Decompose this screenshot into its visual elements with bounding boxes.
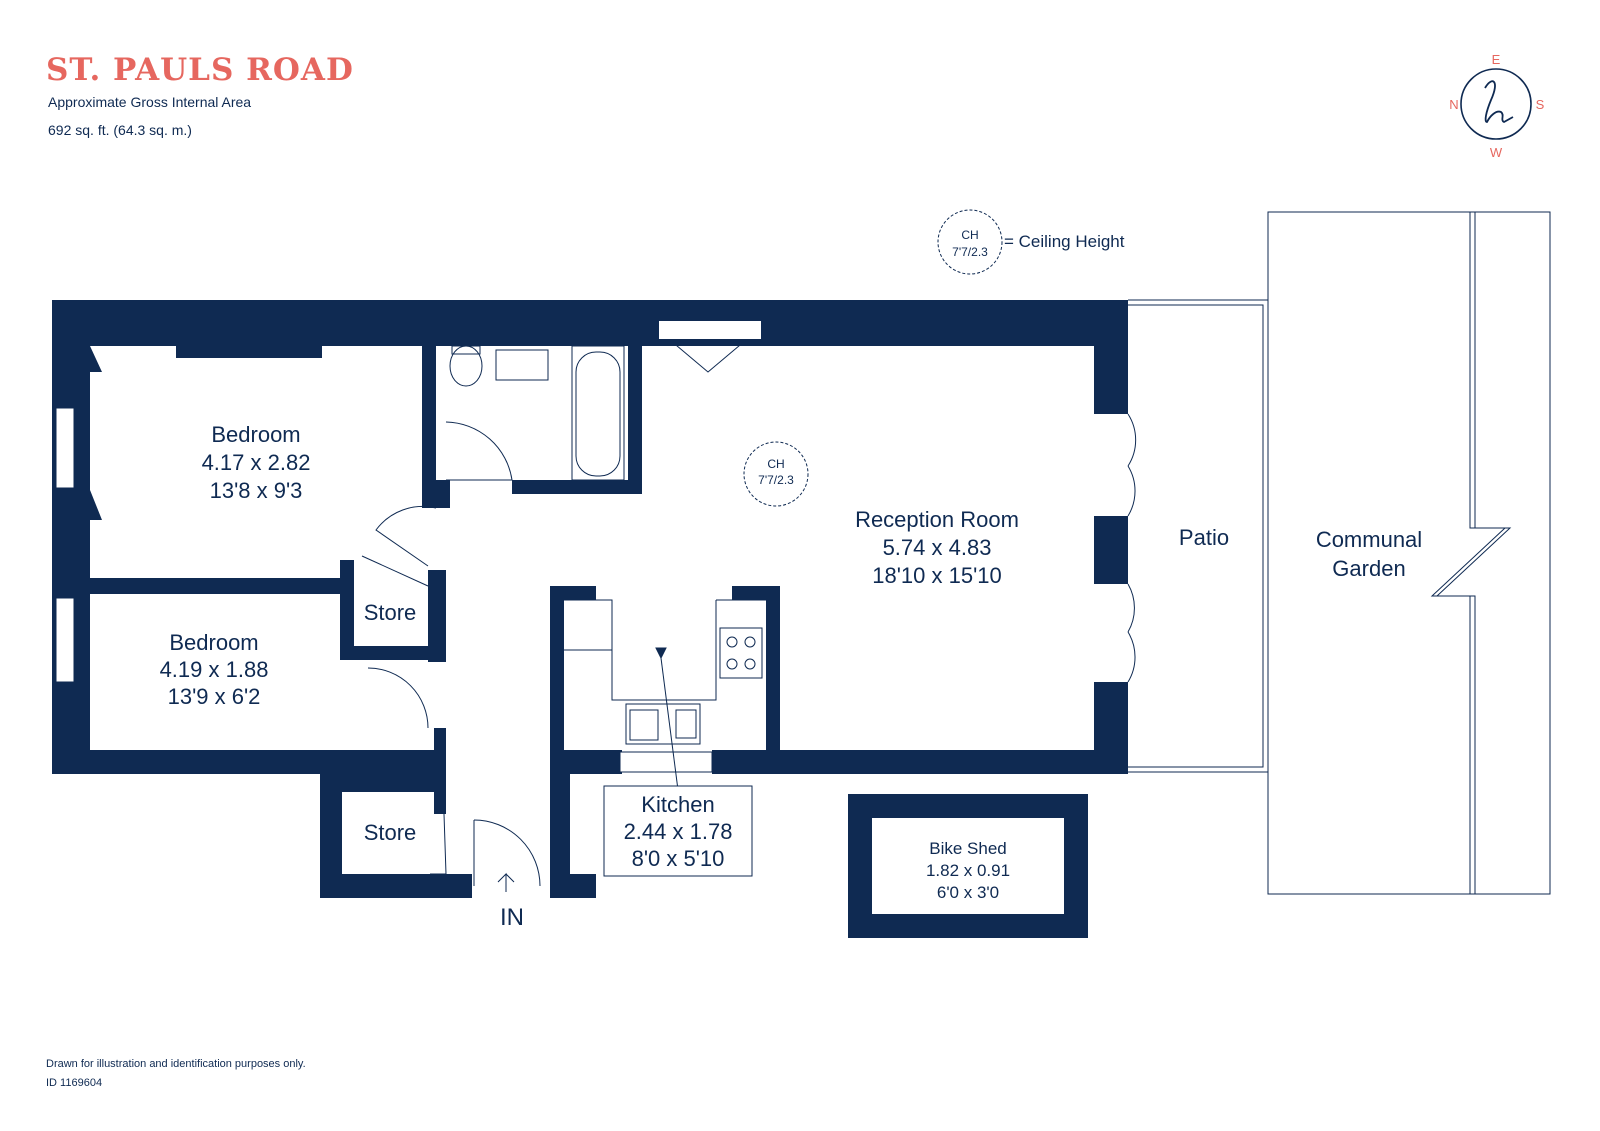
bedroom1-name: Bedroom — [211, 422, 300, 447]
compass-east: E — [1492, 52, 1501, 67]
page-title: ST. PAULS ROAD — [46, 52, 354, 88]
kitchen-fixtures — [564, 599, 766, 791]
kitchen-label-box — [603, 785, 753, 877]
legend-ch: CH — [961, 228, 978, 242]
reception-ch: CH — [767, 457, 784, 471]
compass-icon: E N S W — [1449, 52, 1544, 160]
ceiling-height-legend: CH 7'7/2.3 = Ceiling Height — [937, 209, 1125, 275]
bike-shed-name: Bike Shed — [929, 839, 1007, 858]
bedroom2-metric: 4.19 x 1.88 — [160, 657, 269, 682]
bedroom2-name: Bedroom — [169, 630, 258, 655]
entrance-label: IN — [500, 904, 524, 931]
kitchen-sink-icon — [625, 703, 701, 745]
doors — [361, 339, 1137, 887]
bathtub-icon — [575, 351, 621, 477]
patio — [1128, 299, 1269, 773]
bathroom-fixtures — [449, 345, 625, 481]
script-h-logo — [1484, 80, 1514, 124]
bedroom1-metric: 4.17 x 2.82 — [202, 450, 311, 475]
reception-name: Reception Room — [855, 507, 1019, 532]
store1-name: Store — [364, 600, 417, 625]
hob-icon — [719, 627, 763, 679]
gross-area: 692 sq. ft. (64.3 sq. m.) — [48, 122, 192, 138]
patio-label: Patio — [1179, 525, 1229, 550]
bedroom2-imperial: 13'9 x 6'2 — [168, 684, 261, 709]
compass-north: N — [1449, 97, 1458, 112]
kitchen-metric: 2.44 x 1.78 — [624, 819, 733, 844]
bike-shed-imperial: 6'0 x 3'0 — [937, 883, 999, 902]
legend-ch-value: 7'7/2.3 — [952, 245, 988, 259]
compass-west: W — [1490, 145, 1503, 160]
garden-label-line2: Garden — [1332, 556, 1405, 581]
garden-label-line1: Communal — [1316, 527, 1422, 552]
disclaimer: Drawn for illustration and identificatio… — [46, 1058, 306, 1070]
kitchen-imperial: 8'0 x 5'10 — [632, 846, 725, 871]
entrance-arrow-icon — [497, 872, 515, 892]
reception-imperial: 18'10 x 15'10 — [872, 563, 1002, 588]
reception-ch-value: 7'7/2.3 — [758, 473, 794, 487]
legend-label: = Ceiling Height — [1004, 232, 1125, 251]
bedroom1-imperial: 13'8 x 9'3 — [210, 478, 303, 503]
windows — [55, 407, 713, 773]
compass-south: S — [1536, 97, 1545, 112]
communal-garden — [1267, 211, 1551, 895]
bike-shed-metric: 1.82 x 0.91 — [926, 861, 1010, 880]
area-caption: Approximate Gross Internal Area — [48, 94, 252, 110]
kitchen-name: Kitchen — [641, 792, 714, 817]
plan-id: ID 1169604 — [46, 1077, 103, 1089]
sink-icon — [495, 349, 549, 381]
reception-metric: 5.74 x 4.83 — [883, 535, 992, 560]
store2-name: Store — [364, 820, 417, 845]
toilet-icon — [449, 345, 483, 387]
